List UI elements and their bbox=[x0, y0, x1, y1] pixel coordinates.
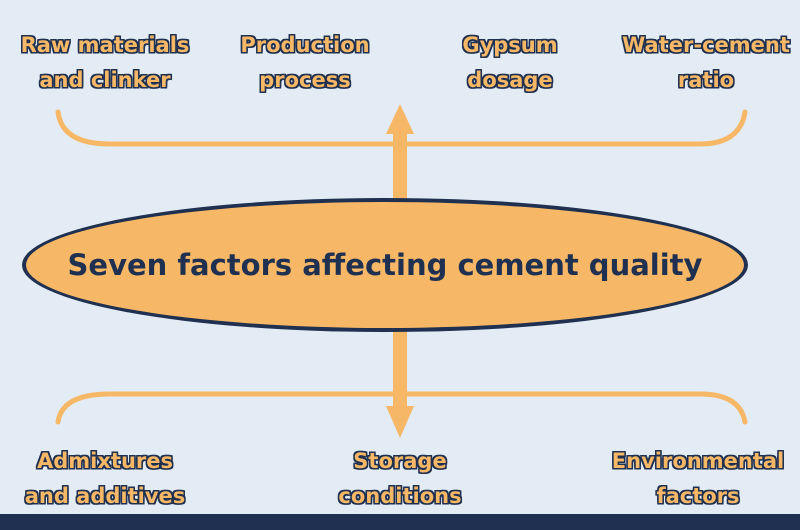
bottom-bar bbox=[0, 514, 800, 530]
central-ellipse: Seven factors affecting cement quality bbox=[22, 198, 748, 332]
up-arrow-head bbox=[386, 104, 414, 134]
down-arrow-head bbox=[386, 406, 414, 438]
up-arrow-shaft bbox=[393, 128, 407, 202]
diagram-title: Seven factors affecting cement quality bbox=[67, 248, 703, 282]
bottom-bracket bbox=[55, 391, 748, 425]
down-arrow-shaft bbox=[393, 330, 407, 408]
